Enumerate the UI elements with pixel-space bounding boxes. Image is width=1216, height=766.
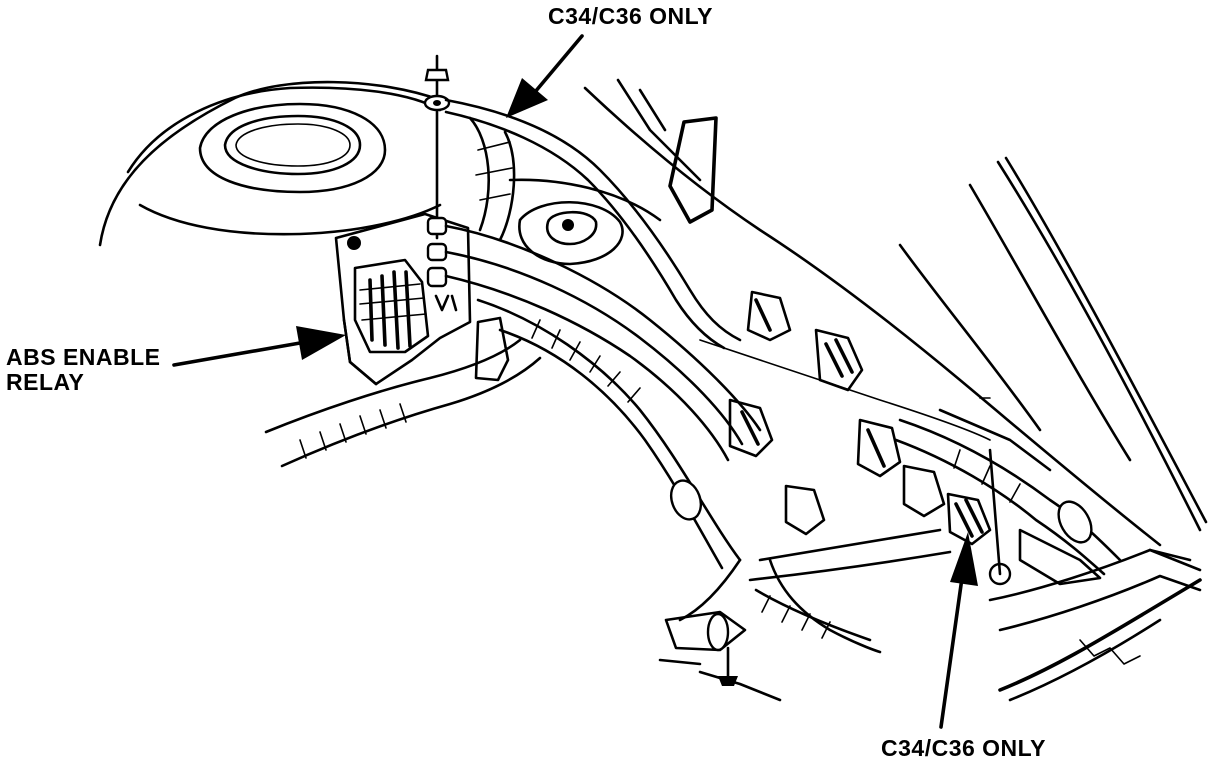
harness-connectors: [699, 290, 992, 546]
top-callout-label: C34/C36 ONLY: [548, 3, 713, 29]
abs-label-line1: ABS ENABLE: [6, 344, 161, 370]
main-harness: [444, 224, 762, 570]
strut-tower: [98, 80, 442, 247]
top-callout-arrowhead: [506, 78, 548, 118]
right-harness: [894, 418, 1122, 586]
fender-rail: [583, 78, 1208, 547]
bottom-callout-arrowhead: [950, 532, 978, 586]
abs-label-line2: RELAY: [6, 369, 85, 395]
upper-harness-branch: [444, 98, 742, 350]
abs-callout-arrowhead: [296, 326, 346, 360]
abs-relay-bracket: [334, 212, 472, 386]
lower-left-harness: [264, 316, 542, 468]
callout-arrows: [172, 34, 978, 729]
lower-harness: [658, 479, 952, 702]
bottom-callout-label: C34/C36 ONLY: [881, 735, 1046, 761]
frame-rail: [988, 548, 1202, 702]
abs-enable-relay-label: ABS ENABLE RELAY: [6, 345, 161, 395]
